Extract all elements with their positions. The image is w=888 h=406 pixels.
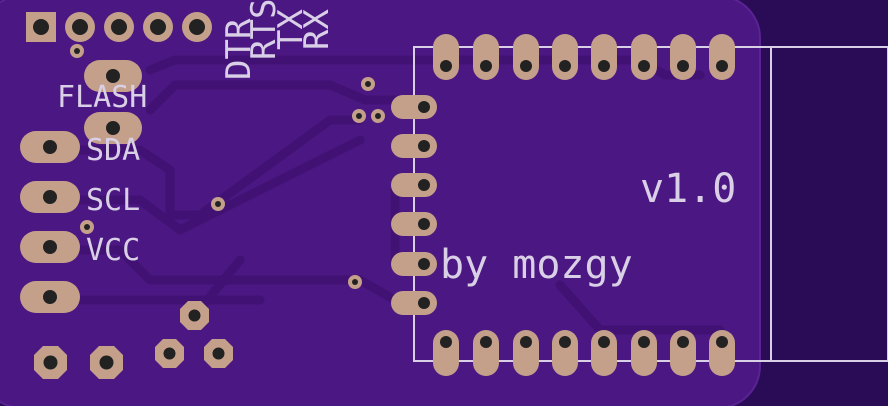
version-label: v1.0 bbox=[640, 166, 736, 212]
label-dtr: DTR bbox=[219, 18, 259, 80]
module-top-pins bbox=[433, 34, 735, 80]
label-tx: TX bbox=[271, 9, 311, 50]
pin-hole bbox=[33, 19, 49, 35]
header-pins-top bbox=[26, 12, 212, 42]
octagon-pads bbox=[34, 301, 233, 379]
side-labels: FLASH SDA SCL VCC bbox=[57, 80, 147, 268]
module-left-pins bbox=[391, 95, 437, 315]
flash-label: FLASH bbox=[57, 80, 147, 115]
side-pads bbox=[20, 60, 142, 313]
label-rts: RTS bbox=[244, 0, 284, 60]
sda-label: SDA bbox=[86, 133, 140, 168]
author-label: by mozgy bbox=[440, 242, 633, 288]
scl-label: SCL bbox=[86, 183, 140, 218]
label-rx: RX bbox=[297, 9, 337, 50]
vcc-label: VCC bbox=[86, 233, 140, 268]
header-labels: DTR RTS TX RX bbox=[219, 0, 337, 80]
vias bbox=[70, 44, 385, 289]
module-bottom-pins bbox=[433, 330, 735, 376]
